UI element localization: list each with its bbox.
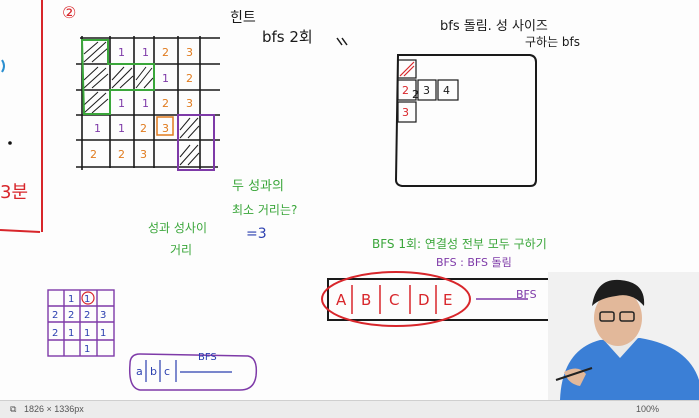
hint-label: 힌트 — [230, 10, 256, 26]
zoom-level[interactable]: 100% — [636, 404, 660, 414]
svg-text:3: 3 — [162, 122, 169, 135]
small-grid-numbers: 1 1 1 2 2 2 3 2 1 1 1 — [52, 294, 106, 355]
small-queue-dividers — [145, 360, 177, 382]
svg-text:D: D — [418, 291, 430, 309]
box-numbers: 2 3 4 2 3 — [402, 84, 450, 119]
queue-circle — [321, 271, 471, 327]
distance-text: 거리 — [170, 243, 192, 257]
grid-numbers: 1 1 2 3 1 2 1 1 2 3 1 1 2 3 2 2 3 — [90, 46, 193, 161]
blue-mark — [1, 59, 5, 73]
svg-text:4: 4 — [443, 84, 450, 97]
image-size-icon: ⧉ — [10, 404, 17, 414]
red-frame-bottom — [0, 229, 41, 233]
svg-text:1: 1 — [162, 72, 169, 85]
green-region — [80, 39, 155, 115]
status-bar: ⧉ 1826 × 1336px 100% — [0, 400, 699, 418]
svg-text:1: 1 — [84, 328, 90, 339]
svg-text:1: 1 — [118, 97, 125, 110]
min-distance-text: 최소 거리는? — [232, 203, 297, 217]
whiteboard-drawing: ② 3분 1 1 2 3 1 2 1 1 2 — [0, 0, 699, 400]
svg-text:b: b — [150, 365, 157, 378]
queue-dividers — [351, 285, 437, 314]
svg-text:3: 3 — [423, 84, 430, 97]
svg-text:3: 3 — [186, 46, 193, 59]
svg-text:1: 1 — [94, 122, 101, 135]
dot-mark — [8, 141, 12, 145]
svg-text:2: 2 — [90, 148, 97, 161]
castle-square — [394, 54, 537, 187]
queue-arrow-label: BFS — [516, 288, 537, 301]
svg-text:2: 2 — [402, 84, 409, 97]
grid-hatching — [83, 41, 200, 166]
svg-text:2: 2 — [118, 148, 125, 161]
castle-castle-text: 성과 성사이 — [148, 221, 207, 235]
svg-text:2: 2 — [84, 310, 90, 321]
orange-cell — [156, 116, 174, 136]
svg-text:a: a — [136, 365, 143, 378]
svg-text:2: 2 — [186, 72, 193, 85]
svg-text:2: 2 — [52, 310, 58, 321]
svg-text:3: 3 — [140, 148, 147, 161]
svg-text:2: 2 — [412, 88, 419, 101]
svg-text:1: 1 — [100, 328, 106, 339]
hint-bfs-twice: bfs 2회 — [262, 28, 313, 46]
svg-text:2: 2 — [140, 122, 147, 135]
right-title-line1: bfs 돌림. 성 사이즈 — [440, 19, 548, 34]
svg-text:2: 2 — [52, 328, 58, 339]
image-dimensions: 1826 × 1336px — [24, 404, 84, 414]
svg-text:1: 1 — [118, 46, 125, 59]
bfs-note-2: BFS : BFS 돌림 — [436, 256, 512, 269]
svg-text:2: 2 — [68, 310, 74, 321]
svg-text:1: 1 — [142, 97, 149, 110]
svg-text:C: C — [389, 291, 399, 309]
svg-text:1: 1 — [68, 294, 74, 305]
svg-text:1: 1 — [84, 294, 90, 305]
small-queue-label: BFS — [198, 352, 217, 363]
small-queue-cells: a b c — [136, 365, 170, 378]
svg-text:3: 3 — [186, 97, 193, 110]
small-grid — [47, 289, 115, 357]
svg-text:3: 3 — [402, 106, 409, 119]
svg-text:E: E — [443, 291, 452, 309]
bfs-note-1: BFS 1회: 연결성 전부 모두 구하기 — [372, 237, 547, 251]
main-grid — [76, 36, 220, 170]
svg-text:2: 2 — [162, 46, 169, 59]
equals-three: =3 — [246, 226, 267, 242]
svg-text:c: c — [164, 365, 170, 378]
svg-text:3: 3 — [100, 310, 106, 321]
queue-cells: A B C D E — [336, 291, 452, 309]
svg-text:2: 2 — [162, 97, 169, 110]
presenter-video — [548, 272, 699, 400]
small-queue-outline — [128, 353, 258, 391]
time-note: 3분 — [0, 182, 28, 203]
svg-text:B: B — [361, 291, 371, 309]
svg-text:1: 1 — [118, 122, 125, 135]
two-castle-text: 두 성과의 — [232, 179, 284, 194]
svg-text:A: A — [336, 291, 347, 309]
svg-text:1: 1 — [142, 46, 149, 59]
purple-region — [177, 114, 215, 171]
svg-text:1: 1 — [68, 328, 74, 339]
circled-number: ② — [62, 3, 76, 22]
right-title-line2: 구하는 bfs — [525, 35, 580, 49]
svg-text:1: 1 — [84, 344, 90, 355]
drawing-canvas[interactable]: ② 3분 1 1 2 3 1 2 1 1 2 — [0, 0, 699, 400]
